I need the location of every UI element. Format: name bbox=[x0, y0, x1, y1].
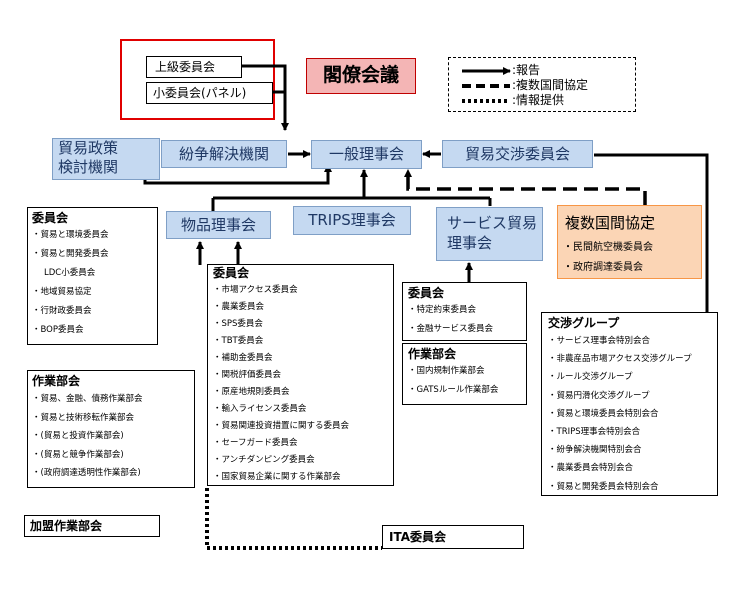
ita-committee: ITA委員会 bbox=[382, 525, 524, 549]
list-item: ・TRIPS理事会特別会合 bbox=[548, 427, 641, 438]
services-council-line-2: 理事会 bbox=[447, 234, 493, 252]
list-item: ・市場アクセス委員会 bbox=[213, 285, 298, 295]
services-committees-title: 委員会 bbox=[408, 286, 445, 300]
dispute-settlement-body: 紛争解決機関 bbox=[161, 140, 287, 168]
list-item: ・農業委員会特別会合 bbox=[548, 463, 634, 474]
panel-frame bbox=[120, 39, 275, 120]
arrow-tprb-to-gc bbox=[143, 164, 332, 185]
services-working-parties-title: 作業部会 bbox=[408, 347, 457, 361]
goods-committees-box: 委員会 ・市場アクセス委員会 ・農業委員会 ・SPS委員会 ・TBT委員会 ・補… bbox=[207, 264, 394, 486]
tprb-line-2: 検討機関 bbox=[58, 158, 119, 176]
gc-committees-title: 委員会 bbox=[32, 211, 69, 225]
services-council: サービス貿易 理事会 bbox=[436, 207, 543, 261]
list-item: ・国内規制作業部会 bbox=[408, 366, 485, 376]
plurilateral-item-government-procurement: ・政府調達委員会 bbox=[563, 262, 643, 273]
trips-council: TRIPS理事会 bbox=[293, 206, 411, 235]
list-item: ・輸入ライセンス委員会 bbox=[213, 404, 307, 414]
goods-committees-title: 委員会 bbox=[213, 266, 250, 280]
list-item: ・地域貿易協定 bbox=[32, 287, 92, 297]
general-council: 一般理事会 bbox=[311, 140, 422, 169]
list-item: ・TBT委員会 bbox=[213, 336, 264, 346]
services-committees-box: 委員会 ・特定約束委員会 ・金融サービス委員会 bbox=[402, 282, 527, 341]
gc-committees-box: 委員会 ・貿易と環境委員会 ・貿易と開発委員会 LDC小委員会 ・地域貿易協定 … bbox=[27, 207, 158, 345]
list-item: ・貿易と開発委員会特別会合 bbox=[548, 481, 659, 492]
tprb-line-1: 貿易政策 bbox=[58, 139, 119, 157]
plurilateral-agreements: 複数国間協定 ・民間航空機委員会 ・政府調達委員会 bbox=[557, 205, 702, 279]
list-item: ・貿易関連投資措置に関する委員会 bbox=[213, 421, 350, 431]
list-item: ・特定約束委員会 bbox=[408, 305, 477, 315]
list-item: ・GATSルール作業部会 bbox=[408, 385, 499, 395]
legend-info-label: :情報提供 bbox=[512, 93, 565, 107]
list-item: ・(政府調達透明性作業部会) bbox=[32, 468, 141, 478]
ita-info-line bbox=[205, 488, 382, 550]
list-item: ・(貿易と投資作業部会) bbox=[32, 431, 124, 441]
list-item: ・アンチダンピング委員会 bbox=[213, 455, 315, 465]
arrow-groups-to-tnc bbox=[594, 153, 709, 313]
arrow-plurilateral-dashed bbox=[404, 169, 647, 205]
list-item: ・国家貿易企業に関する作業部会 bbox=[213, 472, 341, 482]
appellate-body: 上級委員会 bbox=[146, 56, 242, 78]
accession-working-parties: 加盟作業部会 bbox=[24, 515, 160, 537]
legend bbox=[448, 57, 636, 112]
list-item: ・紛争解決機関特別会合 bbox=[548, 445, 642, 456]
list-item: ・貿易と技術移転作業部会 bbox=[32, 412, 135, 423]
services-working-parties-box: 作業部会 ・国内規制作業部会 ・GATSルール作業部会 bbox=[402, 343, 527, 405]
plurilateral-title: 複数国間協定 bbox=[565, 214, 656, 232]
legend-plurilateral-label: :複数国間協定 bbox=[512, 78, 589, 92]
list-item: ・関税評価委員会 bbox=[213, 370, 282, 380]
legend-report-label: :報告 bbox=[512, 63, 541, 77]
list-item: ・セーフガード委員会 bbox=[213, 438, 298, 448]
plurilateral-item-civil-aircraft: ・民間航空機委員会 bbox=[563, 242, 653, 253]
list-item: ・BOP委員会 bbox=[32, 325, 84, 335]
list-item: ・非農産品市場アクセス交渉グループ bbox=[548, 354, 692, 365]
list-item: ・SPS委員会 bbox=[213, 319, 263, 329]
negotiating-groups-title: 交渉グループ bbox=[548, 316, 620, 330]
list-item: ・貿易と開発委員会 bbox=[32, 249, 109, 259]
goods-council: 物品理事会 bbox=[166, 211, 271, 239]
gc-working-parties-title: 作業部会 bbox=[32, 374, 81, 388]
negotiating-groups-box: 交渉グループ ・サービス理事会特別会合 ・非農産品市場アクセス交渉グループ ・ル… bbox=[541, 312, 718, 496]
list-item: ・補助金委員会 bbox=[213, 353, 273, 363]
list-item: ・貿易円滑化交渉グループ bbox=[548, 390, 650, 401]
tprb: 貿易政策 検討機関 bbox=[52, 138, 160, 180]
list-item: ・貿易と環境委員会 bbox=[32, 230, 109, 240]
panel-body: 小委員会(パネル) bbox=[146, 82, 273, 104]
list-item: ・サービス理事会特別会合 bbox=[548, 336, 651, 346]
trade-negotiations-committee: 貿易交渉委員会 bbox=[442, 140, 593, 168]
list-item: ・行財政委員会 bbox=[32, 306, 92, 316]
list-item: ・(貿易と競争作業部会) bbox=[32, 449, 124, 460]
list-item: LDC小委員会 bbox=[44, 268, 96, 278]
ministerial-conference: 閣僚会議 bbox=[306, 58, 416, 94]
list-item: ・農業委員会 bbox=[213, 302, 265, 312]
list-item: ・原産地規則委員会 bbox=[213, 387, 290, 397]
services-council-line-1: サービス貿易 bbox=[447, 214, 538, 232]
arrow-panel-to-gc bbox=[242, 64, 289, 131]
list-item: ・ルール交渉グループ bbox=[548, 372, 633, 383]
list-item: ・貿易、金融、債務作業部会 bbox=[32, 394, 143, 404]
list-item: ・貿易と環境委員会特別会合 bbox=[548, 408, 659, 419]
gc-working-parties-box: 作業部会 ・貿易、金融、債務作業部会 ・貿易と技術移転作業部会 ・(貿易と投資作… bbox=[27, 370, 195, 488]
list-item: ・金融サービス委員会 bbox=[408, 324, 494, 334]
